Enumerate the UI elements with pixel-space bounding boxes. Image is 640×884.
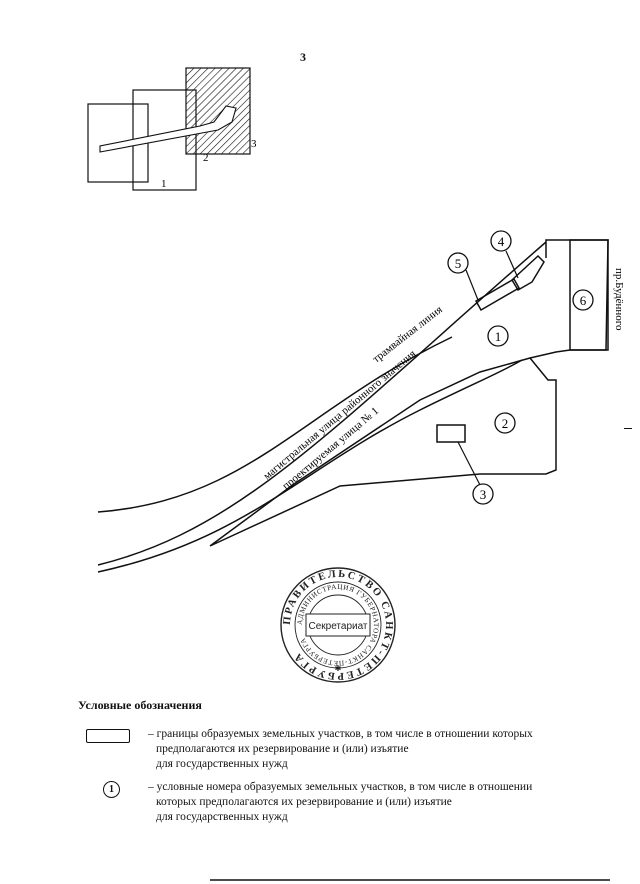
plot-marker-2 [494,412,516,434]
stamp-center-box [305,613,371,637]
stamp-center-text: Секретариат [308,621,367,632]
overview-inset: 1 2 3 [87,67,257,191]
stamp-middle-ring [294,581,382,669]
margin-mark [624,428,632,429]
label-budyonnogo-prospect: пр.Будённого [613,268,625,331]
official-stamp: ПРАВИТЕЛЬСТВО САНКТ-ПЕТЕРБУРГА АДМИНИСТР… [280,567,396,683]
overview-label-2: 2 [203,152,209,164]
plot-number-1: 1 [495,329,502,344]
plot-1-boundary [529,239,609,359]
street-line-main [97,359,523,573]
plot-number-markers: 1 2 3 4 5 6 [447,230,594,505]
legend-number-sample: 1 [103,781,120,798]
legend-title: Условные обозначения [78,698,202,712]
plot-marker-6 [572,289,594,311]
legend-boundary-line-2: предполагаются их резервирование и (или)… [156,743,409,755]
leader-3 [457,441,481,486]
plot-number-4: 4 [498,234,505,249]
leader-lines [457,250,519,486]
street-line-tram [97,241,547,566]
overview-label-1: 1 [161,178,167,190]
plot-boundaries [209,239,609,547]
plot-marker-1 [487,325,509,347]
plot-marker-4 [490,230,512,252]
label-main-street: магистральная улица районного значения [261,348,418,482]
stamp-outer-ring [280,567,396,683]
legend-number-line-3: для государственных нужд [156,811,288,823]
plot-number-5: 5 [455,256,462,271]
street-line-upper [97,336,453,513]
leader-4 [505,250,519,279]
leader-5 [465,269,479,301]
plot-number-6: 6 [580,293,587,308]
legend-boundary-sample [86,729,130,743]
street-lines [97,241,547,573]
legend-boundary-line-1: – границы образуемых земельных участков,… [148,728,533,740]
plot-number-3: 3 [480,487,487,502]
plot-marker-3 [472,483,494,505]
plot-3-boundary [436,424,466,443]
plot-5-boundary [474,277,521,312]
legend-number-line-1: – условные номера образуемых земельных у… [148,781,533,793]
plot-number-2: 2 [502,416,509,431]
overview-site-outline [99,105,237,153]
plot-4-boundary [511,254,545,292]
overview-sheet-3 [185,67,251,155]
page-number: 3 [300,50,306,64]
legend-number-line-2: которых предполагаются их резервирование… [156,796,452,808]
plot-6-boundary [569,239,609,351]
stamp-star-icon: ✱ [335,664,342,673]
overview-label-3: 3 [251,138,257,150]
legend-boundary-line-3: для государственных нужд [156,758,288,770]
plot-marker-5 [447,252,469,274]
plot-2-boundary [209,357,557,547]
